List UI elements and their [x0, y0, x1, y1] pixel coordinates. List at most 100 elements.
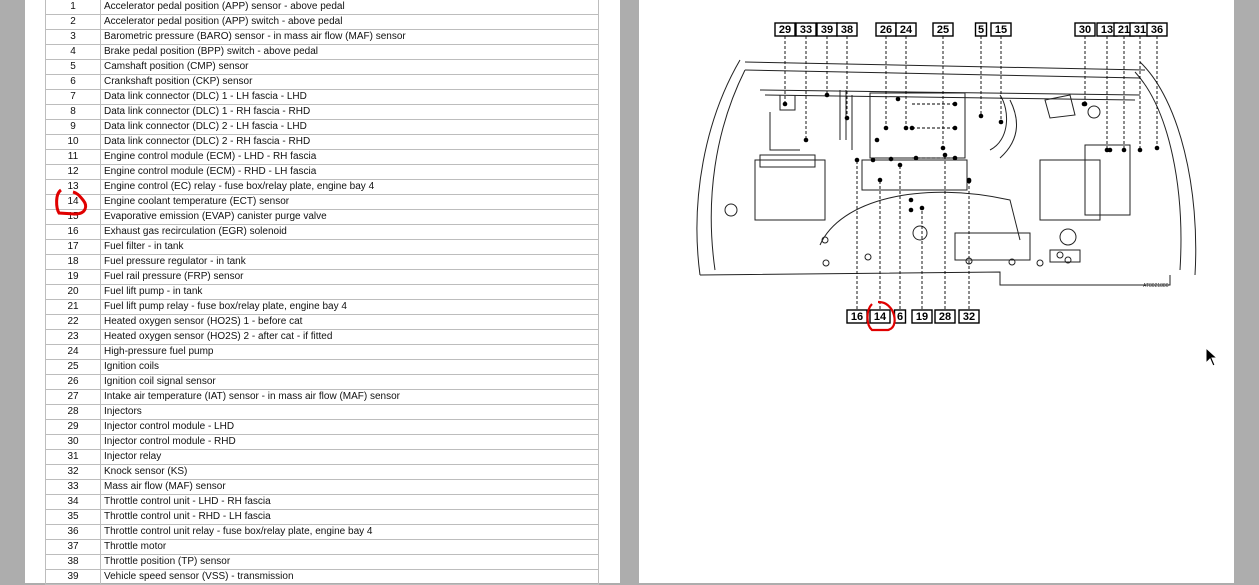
callout-dot	[913, 155, 919, 161]
component-number: 25	[45, 359, 101, 375]
component-number: 5	[45, 59, 101, 75]
callout-number: 30	[1079, 24, 1091, 36]
callout-number: 5	[978, 24, 984, 36]
callout-dot	[897, 162, 903, 168]
callout-number: 21	[1118, 24, 1130, 36]
component-description: Injectors	[100, 404, 599, 420]
figure-code: AT8021880	[1143, 283, 1169, 289]
callout-number: 25	[937, 24, 949, 36]
component-description: Barometric pressure (BARO) sensor - in m…	[100, 29, 599, 45]
component-description: Evaporative emission (EVAP) canister pur…	[100, 209, 599, 225]
callout-number: 33	[800, 24, 812, 36]
component-number: 8	[45, 104, 101, 120]
callout-label-top: 21	[1113, 22, 1135, 37]
callout-label-top: 31	[1129, 22, 1151, 37]
component-description: Injector control module - RHD	[100, 434, 599, 450]
component-description: Fuel lift pump relay - fuse box/relay pl…	[100, 299, 599, 315]
callout-dot	[844, 115, 850, 121]
component-number: 33	[45, 479, 101, 495]
component-description: High-pressure fuel pump	[100, 344, 599, 360]
component-number: 22	[45, 314, 101, 330]
callout-number: 16	[851, 311, 863, 323]
component-number: 7	[45, 89, 101, 105]
component-description: Throttle control unit - LHD - RH fascia	[100, 494, 599, 510]
callout-label-top: 36	[1146, 22, 1168, 37]
mouse-cursor-icon	[1205, 347, 1219, 367]
component-number: 19	[45, 269, 101, 285]
component-description: Crankshaft position (CKP) sensor	[100, 74, 599, 90]
callout-dot	[908, 197, 914, 203]
component-number: 24	[45, 344, 101, 360]
component-description: Data link connector (DLC) 1 - RH fascia …	[100, 104, 599, 120]
callout-label-bottom: 6	[893, 309, 907, 324]
component-number: 16	[45, 224, 101, 240]
component-number: 32	[45, 464, 101, 480]
component-description: Data link connector (DLC) 2 - RH fascia …	[100, 134, 599, 150]
callout-number: 28	[939, 311, 951, 323]
component-description: Data link connector (DLC) 2 - LH fascia …	[100, 119, 599, 135]
callout-number: 15	[995, 24, 1007, 36]
callout-dot	[888, 156, 894, 162]
component-number: 23	[45, 329, 101, 345]
component-number: 35	[45, 509, 101, 525]
component-number: 12	[45, 164, 101, 180]
callout-dot	[1137, 147, 1143, 153]
callout-dot	[782, 101, 788, 107]
callout-dot	[908, 207, 914, 213]
component-description: Fuel rail pressure (FRP) sensor	[100, 269, 599, 285]
callout-number: 29	[779, 24, 791, 36]
callout-label-top: 24	[895, 22, 917, 37]
component-description: Ignition coils	[100, 359, 599, 375]
callout-dot	[824, 92, 830, 98]
component-number: 38	[45, 554, 101, 570]
callout-number: 39	[821, 24, 833, 36]
component-number: 30	[45, 434, 101, 450]
component-description: Heated oxygen sensor (HO2S) 1 - before c…	[100, 314, 599, 330]
callout-label-top: 39	[816, 22, 838, 37]
callout-number: 36	[1151, 24, 1163, 36]
component-number: 4	[45, 44, 101, 60]
callout-dot	[870, 157, 876, 163]
component-description: Throttle control unit relay - fuse box/r…	[100, 524, 599, 540]
component-description: Vehicle speed sensor (VSS) - transmissio…	[100, 569, 599, 585]
callout-label-top: 25	[932, 22, 954, 37]
callout-label-bottom: 16	[846, 309, 868, 324]
component-number: 6	[45, 74, 101, 90]
callout-dot	[978, 113, 984, 119]
component-description: Fuel lift pump - in tank	[100, 284, 599, 300]
component-description: Accelerator pedal position (APP) switch …	[100, 14, 599, 30]
callout-dot	[1081, 101, 1087, 107]
callout-number: 38	[841, 24, 853, 36]
component-number: 11	[45, 149, 101, 165]
callout-dot	[909, 125, 915, 131]
component-description: Camshaft position (CMP) sensor	[100, 59, 599, 75]
callout-dot	[1107, 147, 1113, 153]
callout-dot	[942, 152, 948, 158]
component-number: 2	[45, 14, 101, 30]
component-number: 10	[45, 134, 101, 150]
callout-dot	[803, 137, 809, 143]
callout-dot	[895, 96, 901, 102]
